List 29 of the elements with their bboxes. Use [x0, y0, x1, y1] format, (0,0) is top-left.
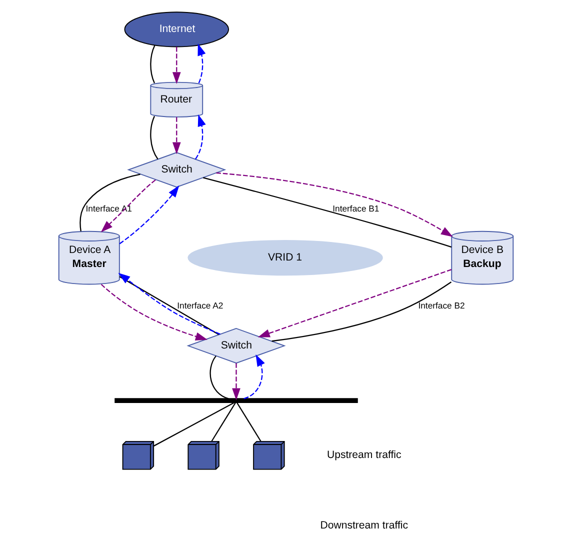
connector — [209, 356, 228, 400]
connector — [150, 116, 158, 160]
connector — [271, 282, 452, 342]
connector — [202, 177, 452, 248]
node-bar — [114, 398, 358, 403]
arrow — [257, 269, 452, 338]
connector — [153, 402, 234, 446]
arrow — [172, 117, 180, 154]
connector — [79, 174, 140, 232]
edge-label: Interface B1 — [332, 203, 379, 214]
arrow — [100, 180, 156, 232]
connector — [236, 402, 261, 442]
edge-label: Interface A2 — [176, 300, 223, 310]
legend-label: Upstream traffic — [326, 449, 401, 462]
edge-label: Interface B2 — [418, 300, 464, 310]
arrow — [216, 172, 452, 237]
legend-label: Downstream traffic — [320, 519, 408, 532]
node-ellipse: VRID 1 — [187, 240, 382, 276]
arrow — [232, 363, 240, 400]
arrow — [118, 185, 179, 244]
arrow — [194, 114, 206, 160]
node-diamond: Switch — [126, 152, 226, 188]
connector — [210, 402, 236, 442]
arrow — [197, 44, 206, 84]
arrow — [243, 354, 264, 400]
arrow — [100, 284, 207, 340]
connector — [150, 44, 155, 84]
arrow — [172, 46, 180, 84]
node-ellipse: Internet — [124, 12, 229, 48]
